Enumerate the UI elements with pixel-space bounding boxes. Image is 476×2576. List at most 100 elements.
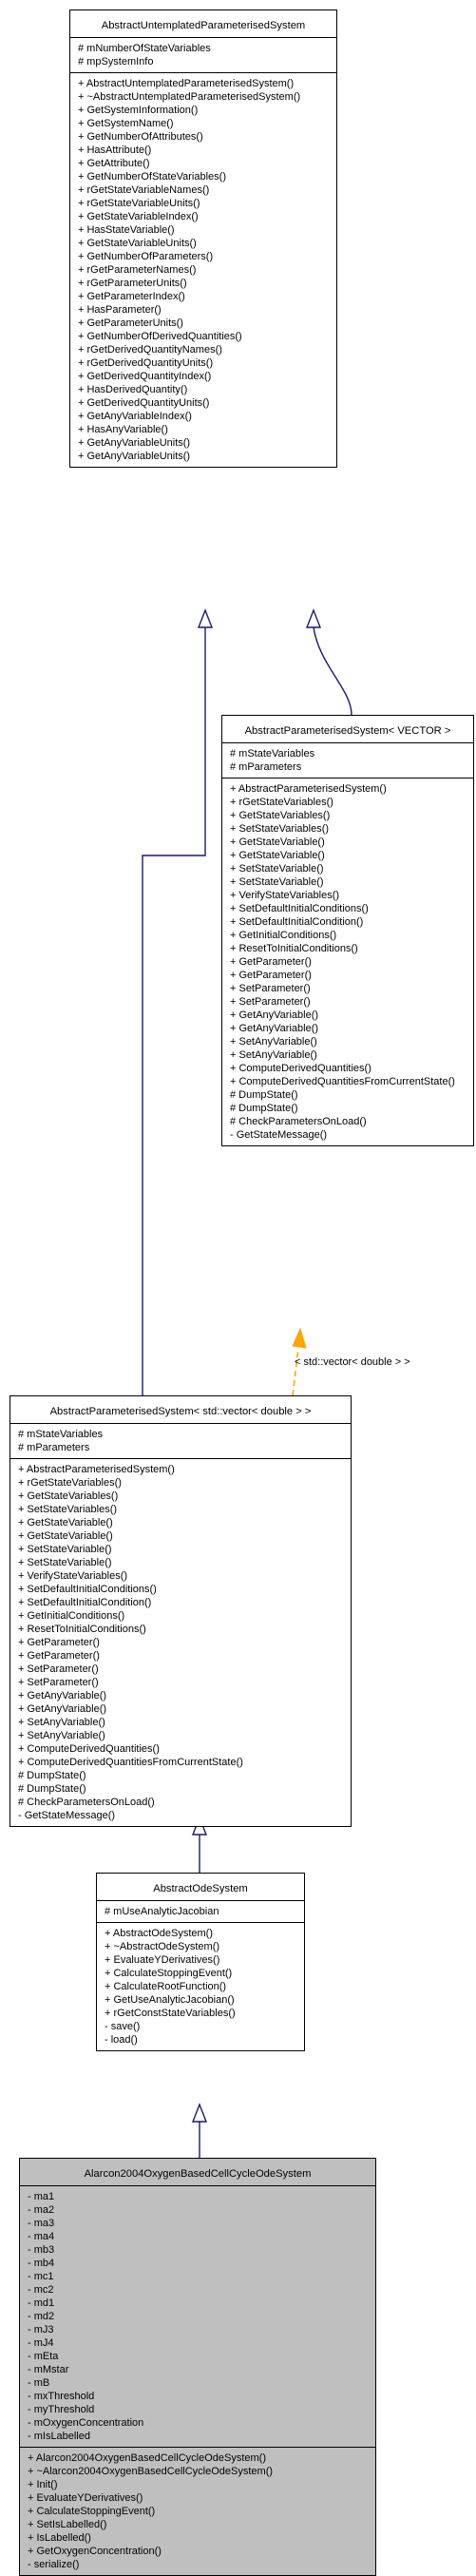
member-method: + GetStateVariableIndex() [78,211,199,222]
member-method: + GetStateVariables() [18,1490,119,1502]
member-method: + rGetStateVariables() [18,1477,122,1489]
member-method: + rGetConstStateVariables() [105,2008,236,2019]
member-attribute: # mParameters [230,761,302,773]
member-method: + GetNumberOfParameters() [78,251,214,262]
member-method: + GetStateVariable() [230,850,325,861]
member-method: + SetStateVariables() [230,823,330,835]
template-binding-arrowhead [292,1327,307,1349]
member-method: + GetUseAnalyticJacobian() [105,1994,235,2006]
methods-section: + Alarcon2004OxygenBasedCellCycleOdeSyst… [20,2448,375,2575]
attributes-section: # mNumberOfStateVariables # mpSystemInfo [70,38,336,73]
member-method: + SetParameter() [18,1677,99,1688]
member-method: + VerifyStateVariables() [230,890,340,901]
member-method: # DumpState() [230,1103,298,1114]
class-name: AbstractOdeSystem [97,1874,304,1901]
member-method: + GetAttribute() [78,158,150,169]
member-method: + GetOxygenConcentration() [28,2546,162,2557]
member-attribute: - mc2 [28,2284,54,2296]
member-method: + CalculateStoppingEvent() [28,2506,156,2517]
inheritance-arrowhead-untemplated-2 [305,608,322,628]
member-method: + GetParameter() [18,1637,100,1648]
member-method: + GetAnyVariable() [230,1009,319,1021]
member-method: # DumpState() [230,1089,298,1101]
member-method: + GetAnyVariable() [18,1690,107,1701]
member-method: + HasAnyVariable() [78,424,168,435]
member-attribute: - mEta [28,2351,59,2362]
member-method: + GetNumberOfDerivedQuantities() [78,331,242,342]
member-attribute: - md2 [28,2311,55,2322]
member-method: + SetParameter() [230,996,311,1008]
template-binding-edge [292,1347,299,1396]
inheritance-arrowhead-untemplated-1 [197,608,214,628]
member-method: + SetParameter() [18,1663,99,1675]
member-attribute: - mIsLabelled [28,2431,91,2442]
member-method: + GetParameter() [18,1650,100,1662]
member-method: + GetSystemInformation() [78,105,199,116]
member-attribute: - mB [28,2377,50,2389]
member-method: + ComputeDerivedQuantitiesFromCurrentSta… [18,1757,243,1768]
member-attribute: - mb3 [28,2244,55,2256]
member-attribute: # mpSystemInfo [78,56,154,67]
member-method: + SetParameter() [230,983,311,994]
member-method: + CalculateRootFunction() [105,1981,227,1992]
member-attribute: - ma1 [28,2191,55,2202]
member-method: + GetStateVariableUnits() [78,238,197,249]
member-attribute: # mUseAnalyticJacobian [105,1906,219,1917]
class-abstract-untemplated-parameterised-system[interactable]: AbstractUntemplatedParameterisedSystem #… [69,10,337,468]
member-method: + GetSystemName() [78,118,174,129]
member-method: + GetParameterUnits() [78,317,183,329]
member-method: + EvaluateYDerivatives() [105,1954,220,1966]
member-attribute: - mc1 [28,2271,54,2282]
member-method: + AbstractUntemplatedParameterisedSystem… [78,78,295,89]
member-method: + GetAnyVariable() [230,1023,319,1034]
member-method: # DumpState() [18,1783,86,1795]
member-method: + ~AbstractOdeSystem() [105,1941,220,1952]
member-method: + ~AbstractUntemplatedParameterisedSyste… [78,91,301,103]
member-attribute: # mNumberOfStateVariables [78,43,211,54]
member-attribute: - mb4 [28,2258,55,2269]
attributes-section: # mStateVariables# mParameters [10,1424,351,1459]
member-attribute: # mParameters [18,1442,90,1453]
member-method: - serialize() [28,2559,80,2570]
member-method: - GetStateMessage() [18,1810,116,1821]
member-method: + rGetDerivedQuantityUnits() [78,357,214,369]
attributes-section: - ma1- ma2- ma3- ma4- mb3- mb4- mc1- mc2… [20,2186,375,2448]
member-method: + AbstractParameterisedSystem() [230,783,387,795]
class-abstract-parameterised-system-vector-template[interactable]: AbstractParameterisedSystem< VECTOR > # … [221,715,474,1146]
member-method: - load() [105,2034,138,2046]
class-alarcon2004-oxygen-based-cell-cycle-ode-system[interactable]: Alarcon2004OxygenBasedCellCycleOdeSystem… [19,2158,376,2576]
inheritance-edge-stdvector-to-untemplated [142,627,206,1395]
member-method: + HasStateVariable() [78,224,175,236]
member-method: + Init() [28,2479,58,2490]
member-method: + ~Alarcon2004OxygenBasedCellCycleOdeSys… [28,2466,274,2477]
member-method: + SetDefaultInitialCondition() [230,916,364,928]
class-abstract-ode-system[interactable]: AbstractOdeSystem # mUseAnalyticJacobian… [96,1873,305,2051]
member-attribute: - ma3 [28,2218,55,2229]
member-method: + GetStateVariable() [18,1517,113,1528]
member-method: + GetAnyVariable() [18,1703,107,1715]
member-method: + GetDerivedQuantityUnits() [78,397,210,409]
member-attribute: - ma2 [28,2204,55,2216]
class-name: AbstractUntemplatedParameterisedSystem [70,10,336,38]
member-method: # DumpState() [18,1770,86,1781]
member-attribute: - md1 [28,2297,55,2309]
member-attribute: - mMstar [28,2364,69,2375]
member-attribute: - mOxygenConcentration [28,2417,144,2429]
member-method: + ComputeDerivedQuantities() [18,1743,160,1755]
member-method: + SetAnyVariable() [18,1730,105,1741]
member-method: + AbstractOdeSystem() [105,1928,214,1939]
member-method: + GetAnyVariableUnits() [78,437,191,449]
member-method: # CheckParametersOnLoad() [18,1797,155,1808]
member-method: + Alarcon2004OxygenBasedCellCycleOdeSyst… [28,2452,266,2464]
member-method: + SetDefaultInitialConditions() [18,1584,157,1595]
member-method: + ComputeDerivedQuantities() [230,1063,371,1074]
member-method: + AbstractParameterisedSystem() [18,1464,175,1475]
member-method: + ComputeDerivedQuantitiesFromCurrentSta… [230,1076,455,1087]
member-method: + HasDerivedQuantity() [78,384,188,395]
member-method: + rGetDerivedQuantityNames() [78,344,222,356]
member-method: + SetStateVariable() [230,863,324,875]
member-method: + SetStateVariable() [230,876,324,888]
member-attribute: - mJ4 [28,2337,54,2349]
class-abstract-parameterised-system-std-vector[interactable]: AbstractParameterisedSystem< std::vector… [10,1395,352,1827]
member-method: + GetParameterIndex() [78,291,185,302]
